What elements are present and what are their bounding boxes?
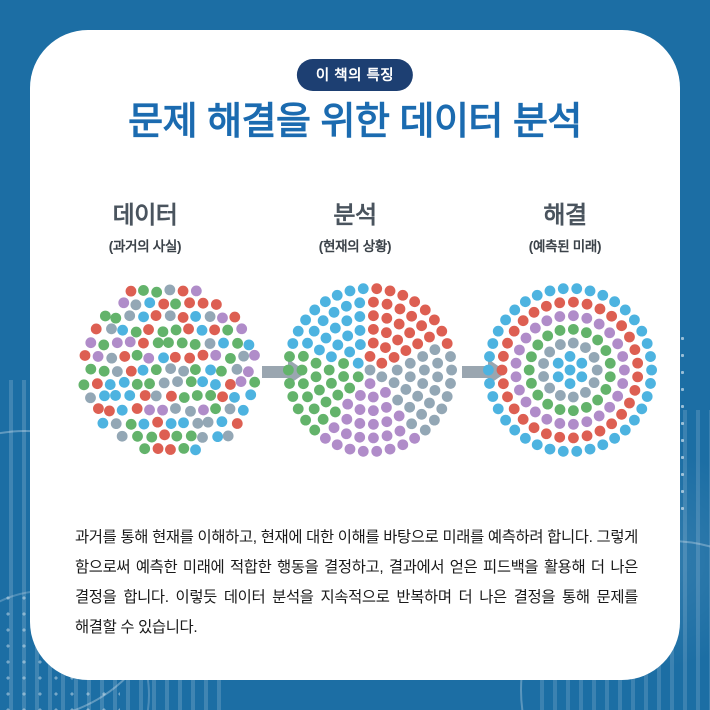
stage-label-data: 데이터 (과거의 사실)	[40, 195, 250, 425]
stage-title: 데이터	[112, 202, 178, 229]
stage-labels-row: 데이터 (과거의 사실) 분석 (현재의 상황) 해결 (예측된 미래)	[40, 195, 670, 425]
stage-subtitle: (예측된 미래)	[528, 239, 602, 254]
stage-label-solution: 해결 (예측된 미래)	[460, 195, 670, 425]
dot-cluster-rings	[483, 283, 657, 457]
stage-title: 해결	[543, 202, 587, 229]
cluster-diagram-row	[30, 275, 680, 475]
stage-title: 분석	[333, 202, 377, 229]
stage-subtitle: (과거의 사실)	[108, 239, 182, 254]
section-badge: 이 책의 특징	[296, 59, 414, 91]
page-title: 문제 해결을 위한 데이터 분석	[128, 101, 582, 143]
dot-cluster-sectors	[283, 283, 457, 457]
stage-label-analysis: 분석 (현재의 상황)	[250, 195, 460, 425]
body-paragraph: 과거를 통해 현재를 이해하고, 현재에 대한 이해를 바탕으로 미래를 예측하…	[75, 529, 638, 636]
dot-cluster-scattered	[78, 284, 261, 456]
stage-subtitle: (현재의 상황)	[318, 239, 392, 254]
content-card: 이 책의 특징 문제 해결을 위한 데이터 분석 데이터 (과거의 사실) 분석…	[30, 30, 680, 680]
